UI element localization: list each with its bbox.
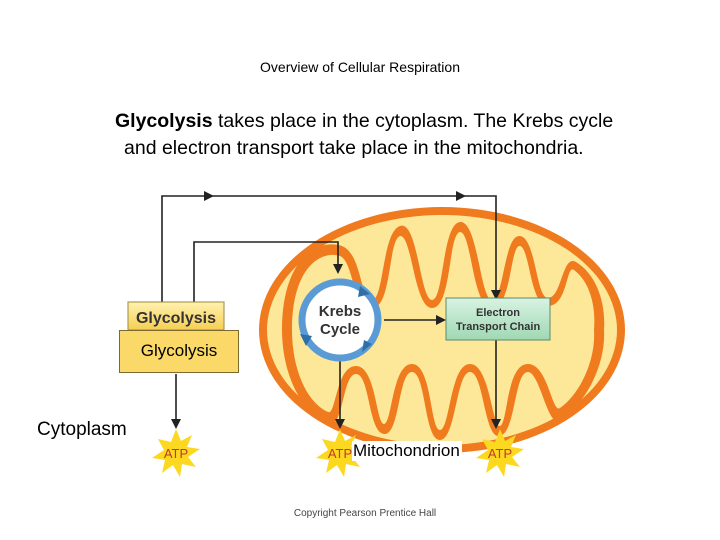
krebs-arrow-icon-2 — [300, 334, 312, 346]
etc-label-line-1: Electron — [476, 307, 520, 319]
atp-label: ATP — [488, 446, 512, 461]
copyright-text: Copyright Pearson Prentice Hall — [293, 508, 437, 519]
arrowhead-into-krebs — [333, 264, 343, 274]
subtitle: Glycolysis takes place in the cytoplasm.… — [100, 108, 680, 162]
cytoplasm-label: Cytoplasm — [37, 419, 127, 440]
krebs-label-line-2: Cycle — [320, 321, 360, 338]
etc-box-shape — [445, 297, 551, 341]
krebs-label-line-1: Krebs — [319, 303, 362, 320]
arrowhead-top-left — [204, 191, 214, 201]
glycolysis-box: Glycolysis — [127, 301, 225, 331]
atp-star-1: ATP — [152, 429, 200, 477]
pathway-lines — [161, 195, 497, 420]
mitochondrion-matrix — [292, 232, 595, 430]
electron-transport-chain: Electron Transport Chain — [445, 297, 551, 341]
atp-star-icon — [476, 429, 524, 477]
atp-star-3: ATP — [476, 429, 524, 477]
glycolysis-box-label: Glycolysis — [136, 310, 216, 327]
arrowhead-atp-1 — [171, 419, 181, 429]
mitochondrion — [259, 207, 625, 453]
glycolysis-label-box — [119, 330, 239, 373]
krebs-arrow-icon-1 — [358, 286, 370, 297]
arrowhead-atp-3 — [491, 419, 501, 429]
top-pathway-line — [161, 195, 497, 302]
atp-label: ATP — [328, 446, 352, 461]
arrowheads — [171, 191, 501, 429]
glycolysis-box-shape — [127, 301, 225, 331]
subtitle-line-2: and electron transport take place in the… — [124, 137, 584, 159]
etc-label-line-2: Transport Chain — [456, 321, 541, 333]
arrowhead-top-right — [456, 191, 466, 201]
subtitle-line-1: Glycolysis takes place in the cytoplasm.… — [100, 108, 680, 135]
atp-label: ATP — [164, 446, 188, 461]
glycolysis-term: Glycolysis — [115, 110, 213, 132]
glycolysis-label: Glycolysis — [140, 341, 218, 360]
page-title: Overview of Cellular Respiration — [260, 59, 460, 75]
atp-star-icon — [152, 429, 200, 477]
arrowhead-atp-2 — [335, 419, 345, 429]
krebs-arrow-icon-3 — [362, 340, 372, 352]
mitochondrion-label: Mitochondrion — [352, 441, 462, 461]
subtitle-line-1-rest: takes place in the cytoplasm. The Krebs … — [212, 110, 614, 132]
krebs-cycle: Krebs Cycle — [298, 278, 382, 362]
arrowhead-into-etc — [491, 290, 501, 300]
glycolysis-to-krebs-line — [193, 241, 339, 302]
krebs-cycle-ring — [298, 278, 382, 362]
arrowhead-into-etc-side — [436, 315, 446, 325]
